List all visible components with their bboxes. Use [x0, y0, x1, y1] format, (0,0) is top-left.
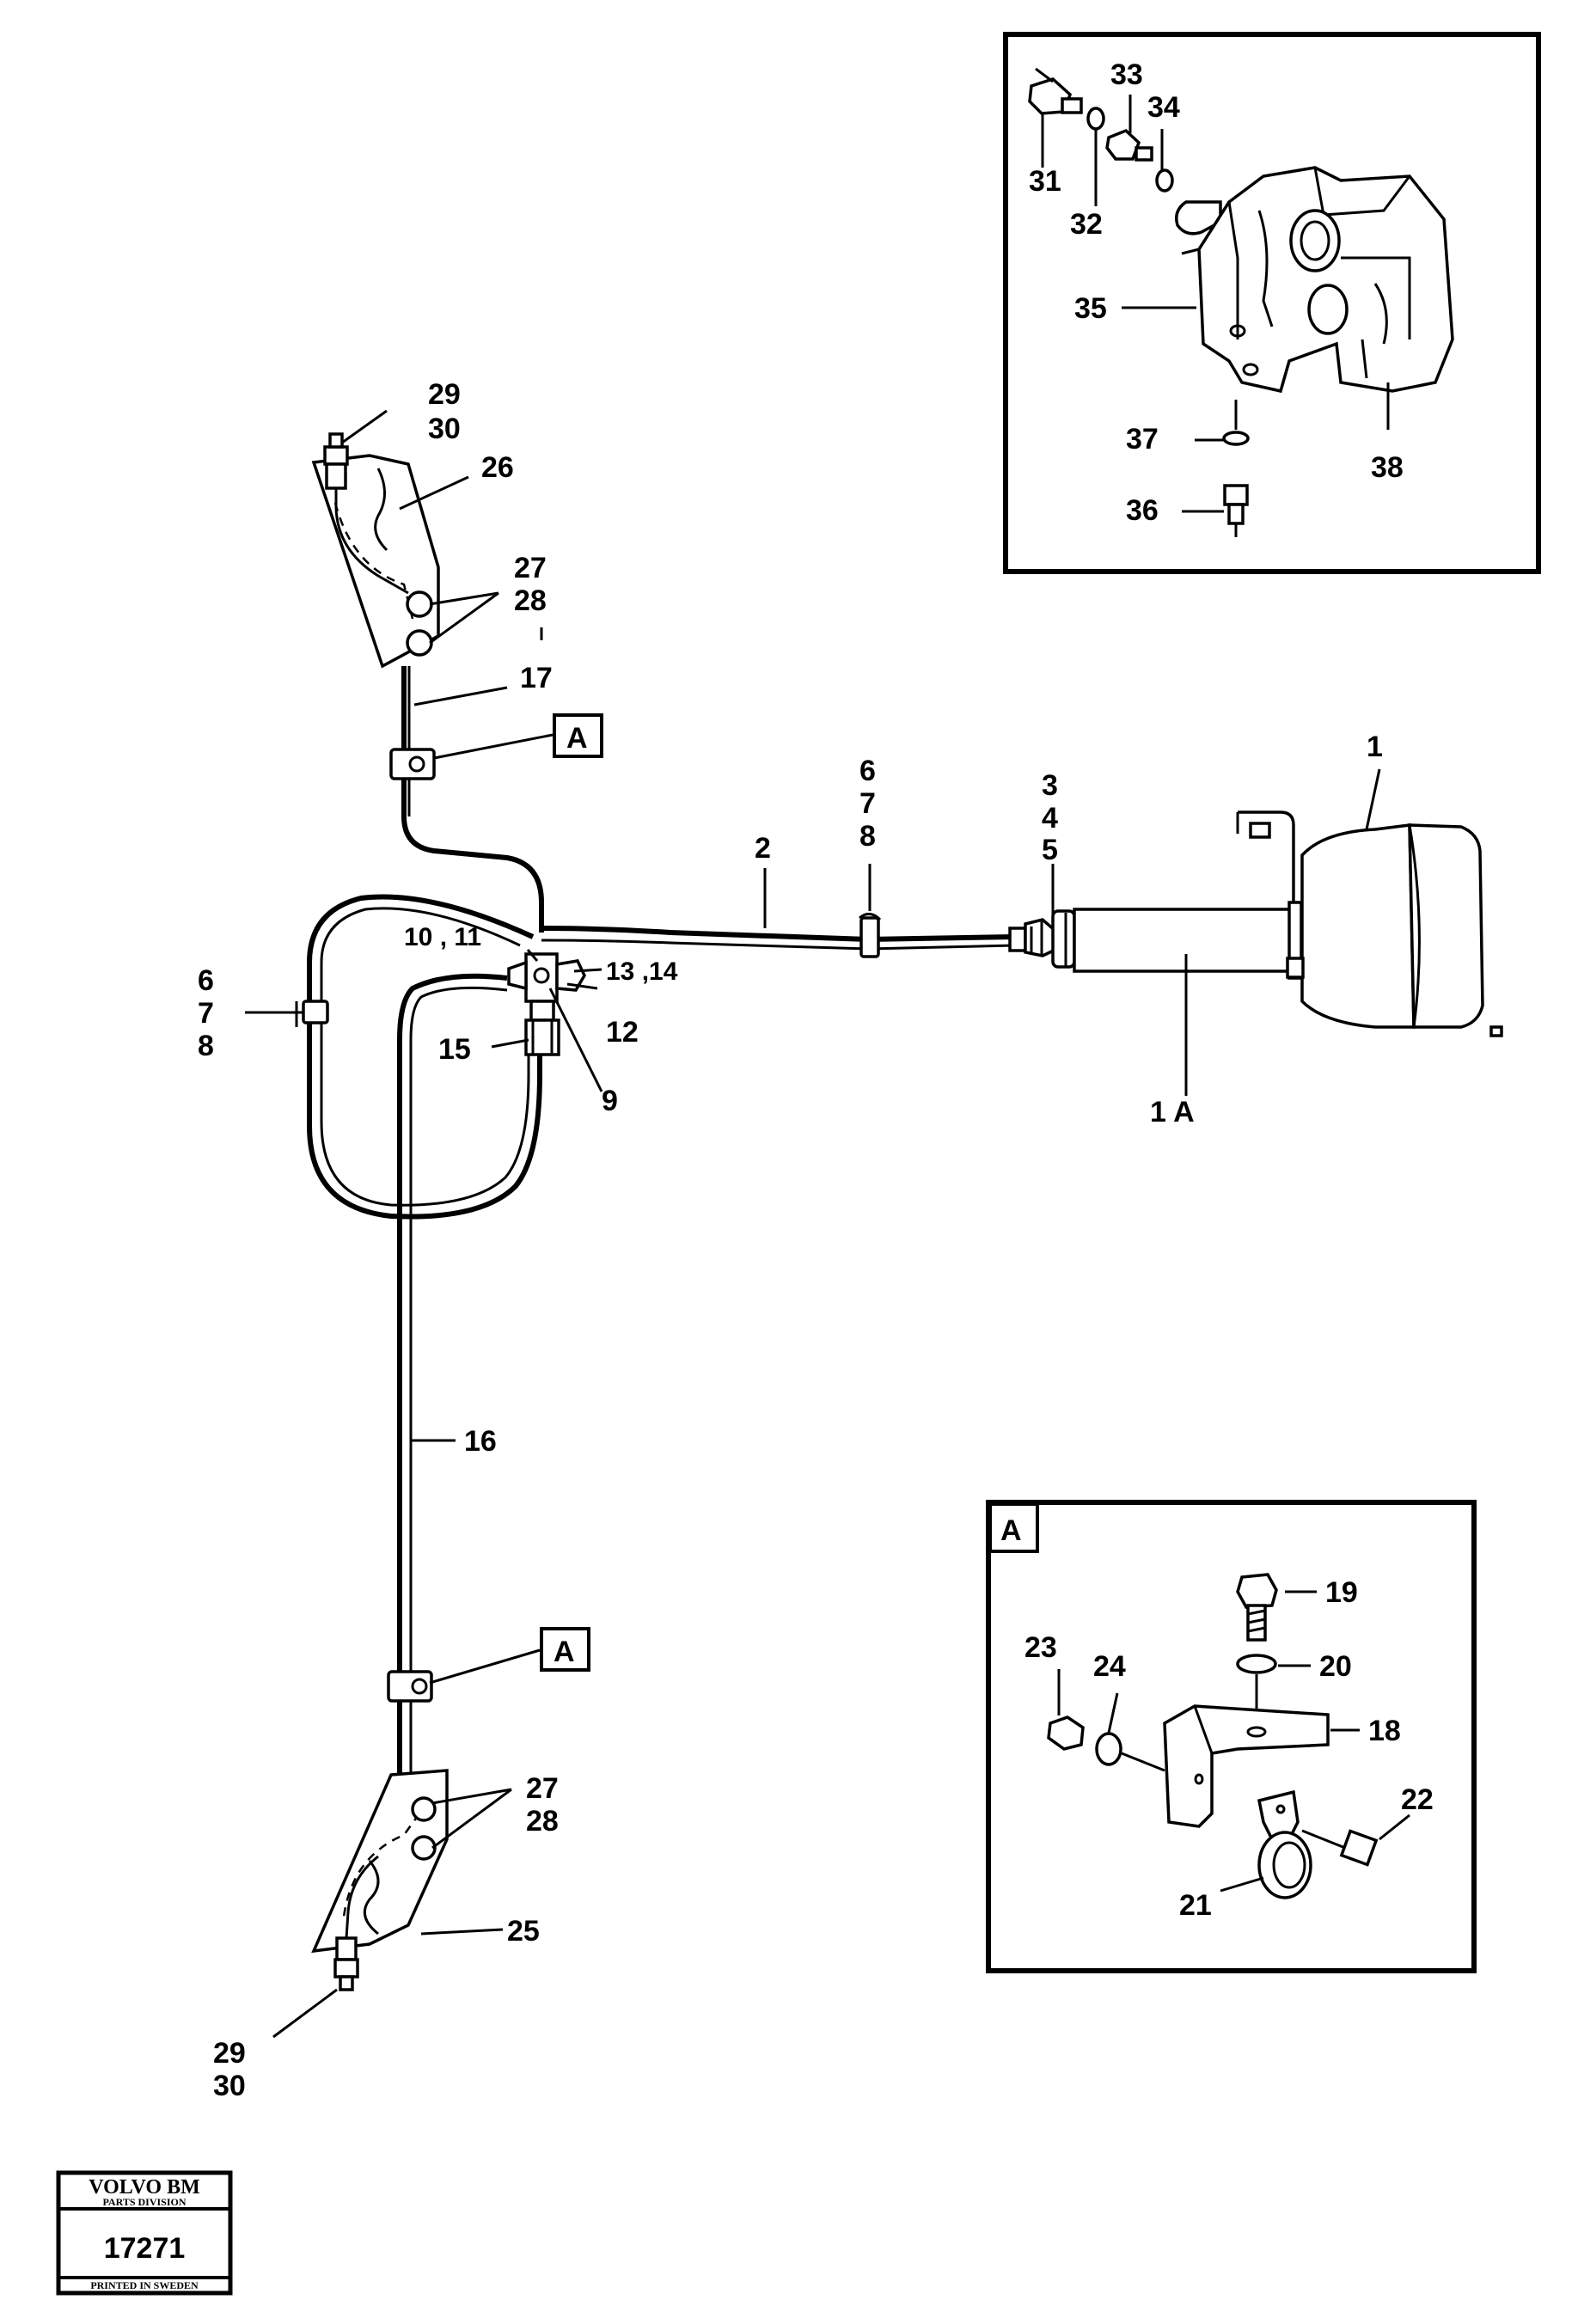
inset-cylinder-bracket: 31 32 33 34 35 37 36 38 — [1003, 32, 1541, 574]
pipe-loop — [307, 894, 542, 1220]
label-37: 37 — [1126, 423, 1159, 456]
clip-upper — [389, 748, 436, 780]
part-18-angle-bracket — [1163, 1704, 1330, 1828]
label-35: 35 — [1074, 292, 1107, 325]
label-20: 20 — [1319, 1650, 1352, 1683]
label-19: 19 — [1325, 1576, 1358, 1609]
main-brake-line-assembly: A A 29 30 26 27 28 — [198, 378, 1503, 2102]
ref-box-a-lower: A — [429, 1627, 590, 1685]
label-25: 25 — [507, 1915, 540, 1948]
part-29-30-upper-nut — [323, 432, 409, 595]
inset-clamp-detail: A — [986, 1500, 1477, 1973]
label-30-upper: 30 — [428, 413, 461, 445]
ref-marker-a-lower: A — [554, 1636, 575, 1668]
pipe-2 — [541, 926, 1015, 943]
part-24-washer — [1095, 1732, 1122, 1766]
part-31-fitting — [1028, 67, 1083, 115]
label-16: 16 — [464, 1425, 497, 1458]
stamp-brand: VOLVO BM — [89, 2176, 200, 2199]
detail-marker-a: A — [1000, 1514, 1022, 1547]
ref-box-a-upper: A — [433, 713, 603, 760]
label-8-left: 8 — [198, 1030, 214, 1062]
part-23-nut — [1047, 1715, 1085, 1751]
label-27-lower: 27 — [526, 1772, 559, 1805]
part-32-washer — [1086, 107, 1105, 131]
volvo-bm-stamp: VOLVO BM PARTS DIVISION 17271 PRINTED IN… — [56, 2170, 233, 2296]
label-23: 23 — [1024, 1631, 1057, 1664]
stamp-printed: PRINTED IN SWEDEN — [90, 2279, 199, 2291]
clip-lower — [387, 1670, 433, 1703]
label-34: 34 — [1147, 91, 1180, 124]
part-21-clamp — [1257, 1789, 1312, 1899]
part-35-38-bracket-housing — [1175, 166, 1454, 394]
label-12: 12 — [606, 1016, 639, 1049]
label-13-14: 13 ,14 — [606, 957, 678, 986]
t-junction-9-15 — [507, 952, 586, 1056]
label-6-left: 6 — [198, 964, 214, 997]
label-15: 15 — [438, 1033, 471, 1066]
part-1-brake-chamber — [1236, 810, 1503, 1037]
label-30-lower: 30 — [213, 2070, 246, 2102]
label-7-left: 7 — [198, 997, 214, 1030]
part-37-washer — [1222, 431, 1250, 446]
clip-pipe2 — [859, 913, 882, 958]
part-20-washer — [1236, 1654, 1277, 1674]
part-1a-cylinder — [1051, 901, 1303, 980]
label-32: 32 — [1070, 208, 1103, 241]
label-31: 31 — [1029, 165, 1061, 198]
label-36: 36 — [1126, 494, 1159, 527]
label-24: 24 — [1093, 1650, 1126, 1683]
label-17: 17 — [520, 662, 553, 694]
stamp-number: 17271 — [104, 2232, 186, 2265]
label-1a: 1 A — [1150, 1096, 1195, 1128]
label-10-11: 10 , 11 — [404, 923, 481, 951]
part-22-screw — [1301, 1829, 1379, 1867]
pipe-17 — [401, 666, 544, 933]
label-2: 2 — [755, 832, 771, 865]
label-1: 1 — [1367, 731, 1383, 763]
label-29-lower: 29 — [213, 2037, 246, 2070]
part-34-washer — [1155, 168, 1174, 193]
part-33-nipple — [1105, 128, 1153, 162]
clip-loop-left — [295, 1000, 329, 1027]
label-8-mid: 8 — [859, 820, 876, 853]
label-18: 18 — [1368, 1715, 1401, 1747]
label-5: 5 — [1042, 834, 1058, 866]
part-29-30-lower-nut — [333, 1855, 379, 1991]
part-36-bolt — [1223, 484, 1249, 537]
label-3: 3 — [1042, 769, 1058, 802]
label-27-upper: 27 — [514, 552, 547, 584]
label-22: 22 — [1401, 1783, 1434, 1816]
part-26-upper-bracket — [311, 454, 440, 669]
label-21: 21 — [1179, 1889, 1212, 1922]
part-25-lower-bracket — [311, 1769, 449, 1954]
label-29-upper: 29 — [428, 378, 461, 411]
ref-marker-a-upper: A — [566, 722, 588, 755]
label-7-mid: 7 — [859, 787, 876, 820]
label-9: 9 — [602, 1085, 618, 1117]
label-6-mid: 6 — [859, 755, 876, 787]
label-28-lower: 28 — [526, 1805, 559, 1838]
label-33: 33 — [1110, 58, 1143, 91]
pipe-to-16 — [397, 973, 508, 1220]
label-28-upper: 28 — [514, 584, 547, 617]
part-3-5-fitting — [1008, 918, 1057, 957]
label-4: 4 — [1042, 802, 1058, 835]
stamp-division: PARTS DIVISION — [102, 2196, 186, 2208]
part-19-bolt — [1236, 1573, 1278, 1642]
label-38: 38 — [1371, 451, 1404, 484]
label-26: 26 — [481, 451, 514, 484]
